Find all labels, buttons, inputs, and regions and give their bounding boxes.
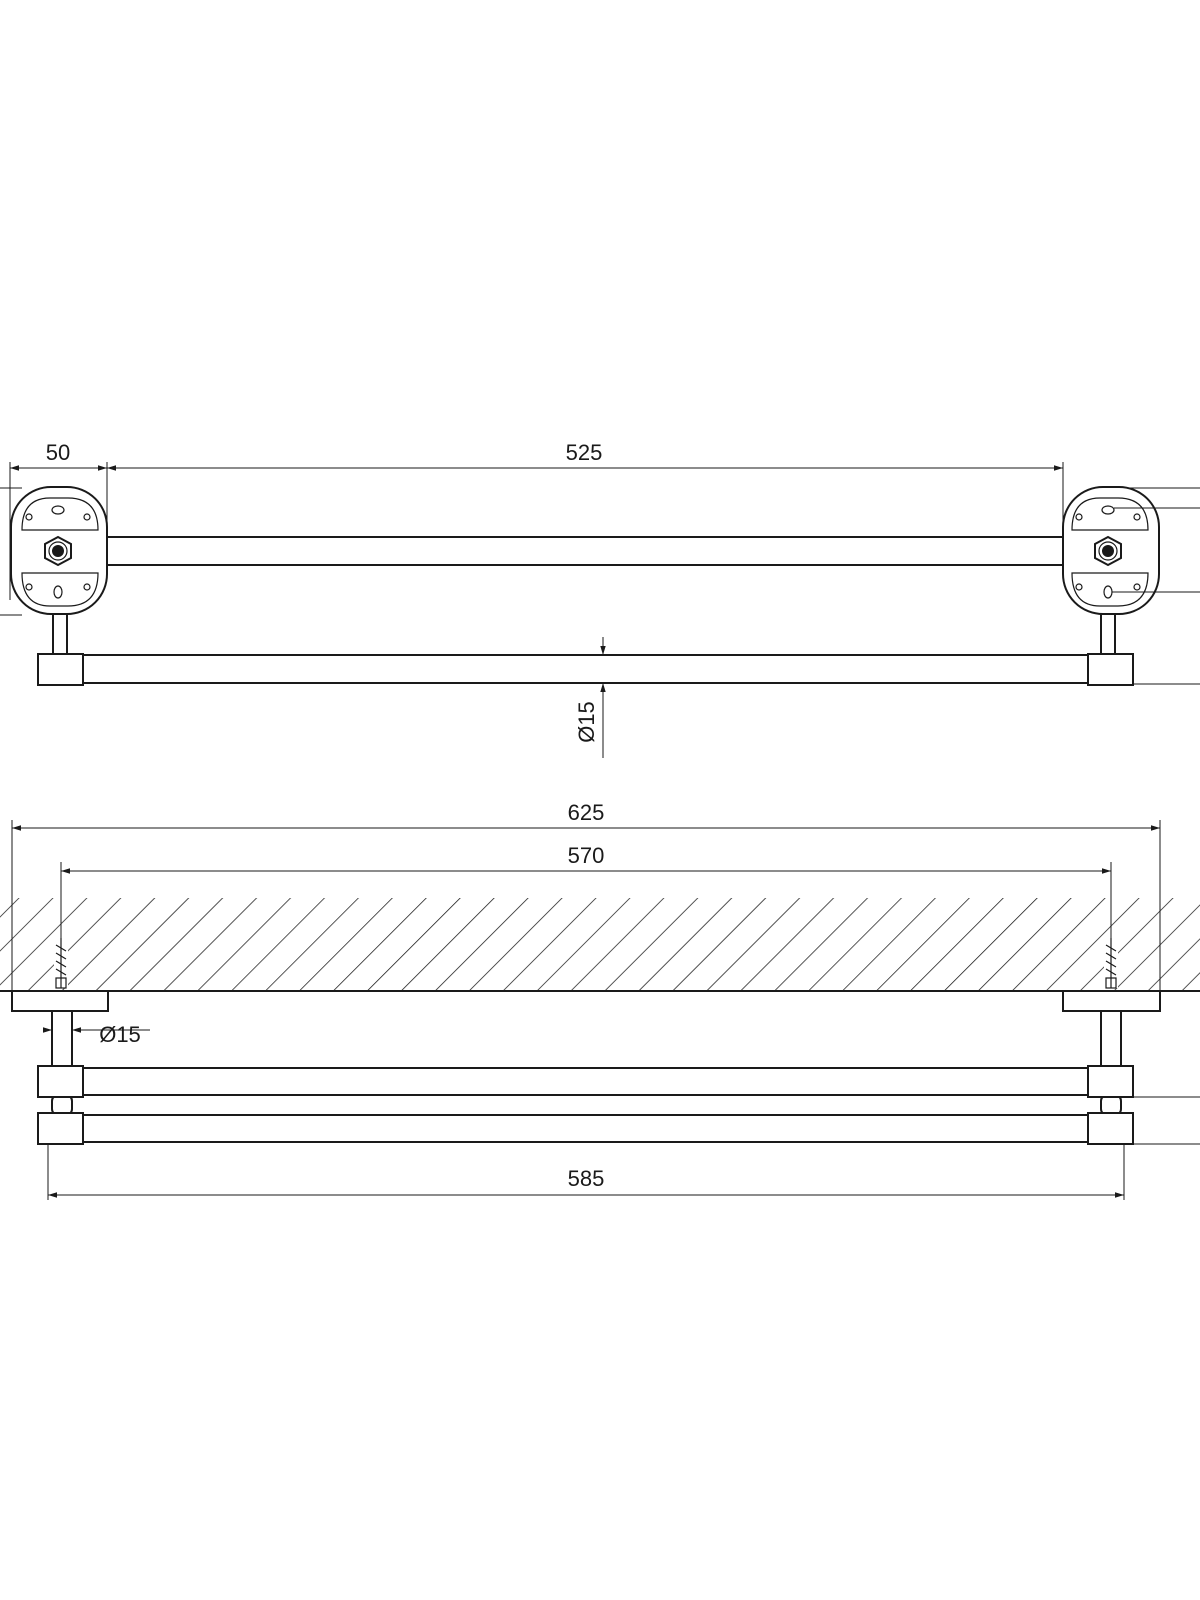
lower-bar-front-view [37,1112,1134,1145]
dimension-label-mount-spacing: 570 [568,843,605,868]
dimension-post-diameter: Ø15 [43,1022,150,1047]
dimension-bracket-span: 525 [107,440,1064,530]
left-wall-flange [11,990,109,1012]
dimension-label-bracket-span: 525 [566,440,603,465]
upper-bar-top-view [107,536,1063,566]
upper-bar-front-view [37,1065,1134,1098]
dimension-label-bar-diameter: Ø15 [574,701,599,743]
dimension-label-overall-length: 625 [568,800,605,825]
lower-bar-top-view [37,653,1134,686]
right-wall-plate [1062,486,1160,615]
hex-nut-icon [1094,535,1122,567]
left-post [51,1010,73,1116]
hex-nut-icon [44,535,72,567]
dimension-label-post-diameter: Ø15 [99,1022,141,1047]
top-view: 50 525 [0,440,1200,758]
dimension-bar-length: 585 [47,1144,1125,1200]
right-wall-anchor [1104,938,1118,989]
dimension-plate-width: 50 [9,440,108,600]
right-wall-flange [1062,990,1161,1012]
wall-section [0,898,1200,992]
dimension-bar-diameter: Ø15 [574,637,606,758]
dimension-label-plate-width: 50 [46,440,70,465]
left-wall-plate [10,486,108,615]
right-post [1100,1010,1122,1116]
dimension-label-bar-length: 585 [568,1166,605,1191]
front-view: 625 570 [0,800,1200,1200]
left-wall-anchor [54,938,68,989]
